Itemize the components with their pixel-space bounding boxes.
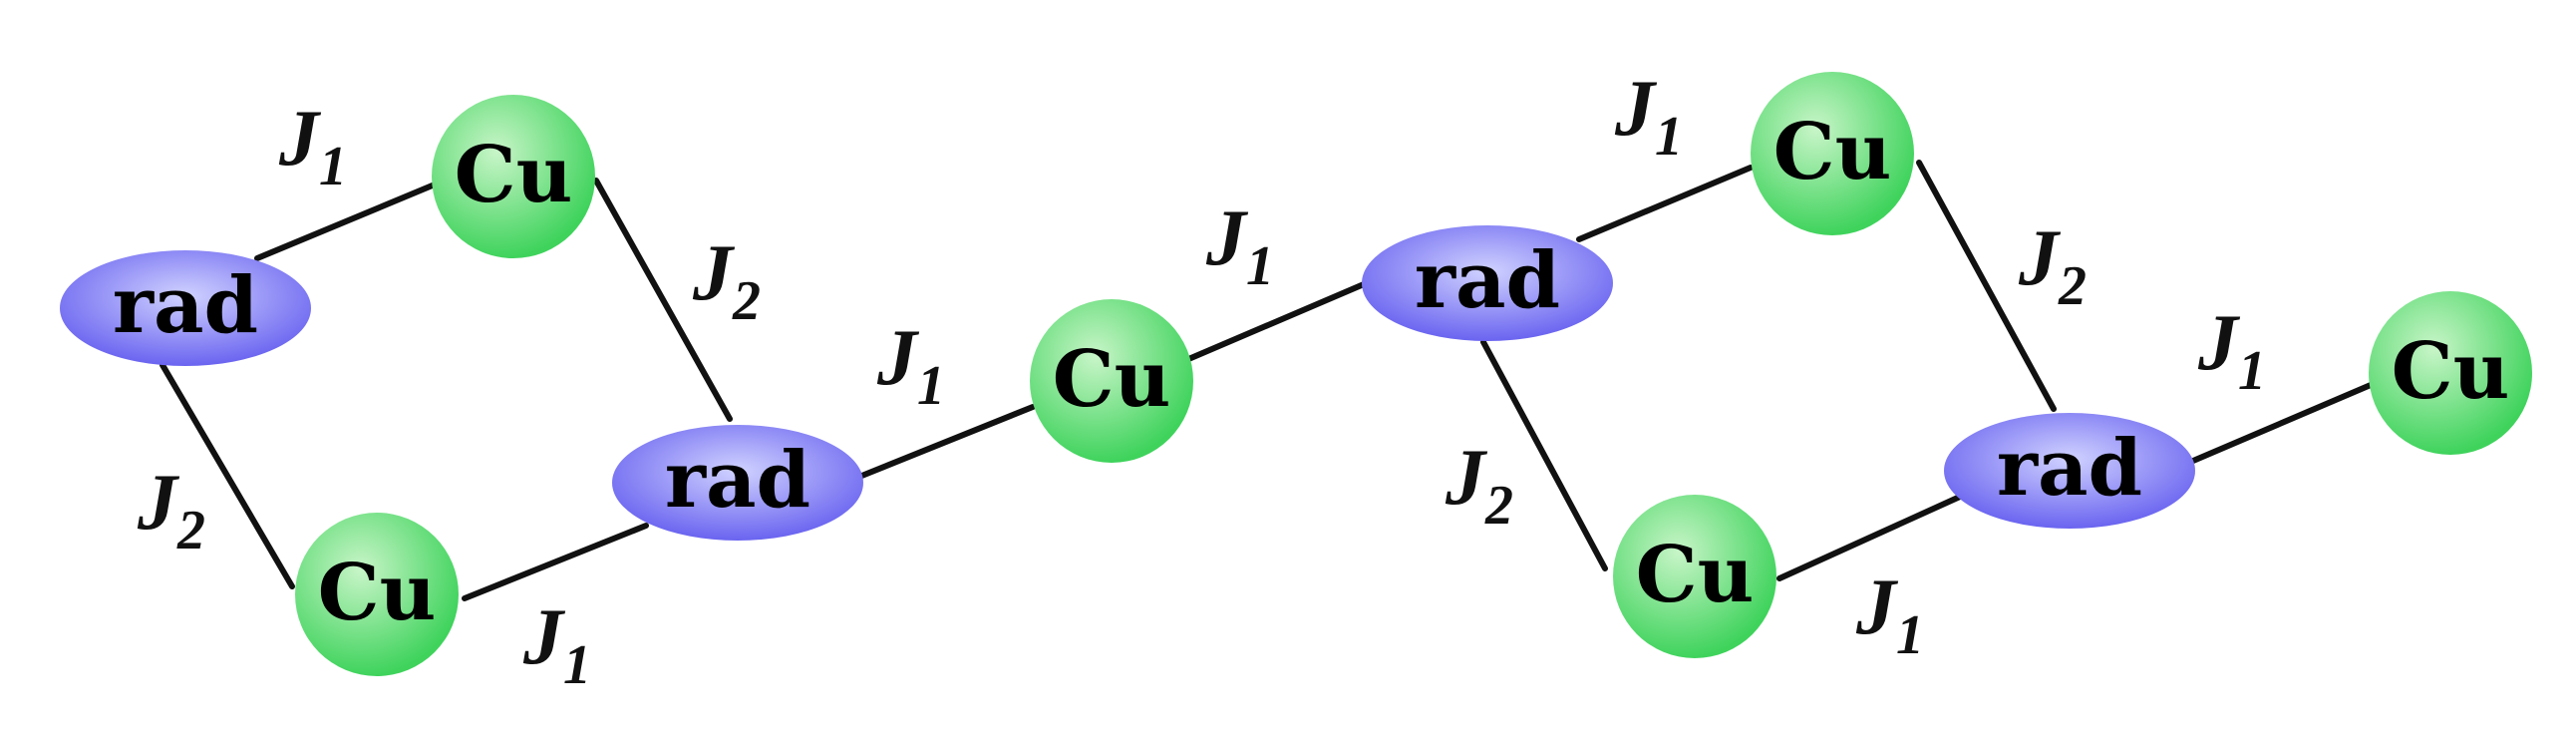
copper-label: Cu <box>1636 530 1755 620</box>
coupling-label-j2: J2 <box>2018 214 2087 317</box>
bond-rad-d-cu-f <box>2190 382 2374 464</box>
bond-rad-c-cu-e <box>1480 339 1608 571</box>
coupling-label-j1: J1 <box>278 95 347 197</box>
coupling-label-j1: J1 <box>1855 563 1924 666</box>
copper-nodes: Cu Cu Cu Cu Cu Cu <box>295 72 2532 676</box>
bond-cu-c-rad-c <box>1183 281 1367 363</box>
copper-label: Cu <box>455 130 573 220</box>
bond-rad-a-cu-b <box>160 362 295 589</box>
radical-nodes: rad rad rad rad <box>60 225 2195 541</box>
bond-rad-b-cu-c <box>856 404 1036 480</box>
copper-label: Cu <box>1773 107 1892 197</box>
coupling-label-j1: J1 <box>2197 299 2266 402</box>
radical-node: rad <box>612 425 863 541</box>
copper-node: Cu <box>295 513 459 676</box>
copper-label: Cu <box>1053 334 1171 425</box>
bond-cu-a-rad-b <box>593 178 733 422</box>
coupling-label-j2: J2 <box>137 459 205 561</box>
coupling-label-j2: J2 <box>1445 434 1513 537</box>
radical-label: rad <box>1997 423 2142 514</box>
copper-node: Cu <box>2369 291 2532 455</box>
copper-label: Cu <box>318 548 437 638</box>
radical-node: rad <box>1944 413 2195 529</box>
radical-label: rad <box>1415 235 1560 326</box>
copper-node: Cu <box>432 95 595 258</box>
radical-label: rad <box>113 260 258 351</box>
radical-label: rad <box>665 435 810 526</box>
coupling-label-j2: J2 <box>692 229 761 332</box>
copper-node: Cu <box>1030 299 1193 463</box>
bond-cu-b-rad-b <box>462 523 649 601</box>
copper-label: Cu <box>2392 326 2510 417</box>
coupling-label-j1: J1 <box>1614 65 1683 168</box>
copper-node: Cu <box>1613 495 1776 658</box>
copper-node: Cu <box>1751 72 1914 235</box>
radical-node: rad <box>60 250 311 366</box>
coupling-labels: J1 J2 J2 J1 J1 J1 J1 <box>137 65 2266 696</box>
bond-rad-a-cu-a <box>254 182 438 261</box>
coupling-label-j1: J1 <box>522 593 591 696</box>
bonds-layer <box>160 160 2374 601</box>
bond-cu-d-rad-d <box>1916 160 2057 412</box>
bond-cu-e-rad-d <box>1776 494 1963 581</box>
bond-rad-c-cu-d <box>1576 165 1754 242</box>
coupling-label-j1: J1 <box>876 314 945 417</box>
radical-node: rad <box>1362 225 1613 341</box>
coupling-label-j1: J1 <box>1205 194 1274 297</box>
